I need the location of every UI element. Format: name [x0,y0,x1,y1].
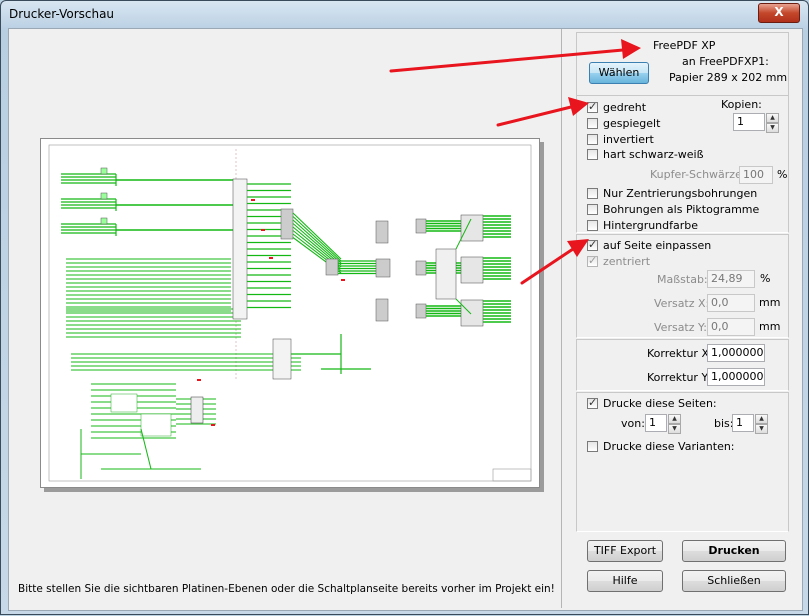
scale-label: Maßstab: [657,273,708,286]
centered-checkbox[interactable] [587,254,598,267]
scaling-group: auf Seite einpassen zentriert Maßstab: 2… [576,234,789,338]
from-spinner[interactable]: ▲▼ [668,414,681,434]
offset-x-label: Versatz X: [654,297,710,310]
drill-pictograms-checkbox[interactable] [587,204,598,215]
schematic-preview [48,144,532,482]
inverted-label: invertiert [603,133,654,146]
print-button[interactable]: Drucken [682,540,786,562]
to-input[interactable]: 1 [732,414,754,432]
options-group: gedreht Kopien: 1 ▲▼ gespiegelt invertie… [576,95,789,233]
copper-black-input[interactable]: 100 [739,166,773,184]
scale-unit: % [760,272,771,285]
pages-group: Drucke diese Seiten: von: 1 ▲▼ bis: 1 ▲▼… [576,392,789,532]
rotated-checkbox[interactable] [587,100,598,113]
close-dialog-button[interactable]: Schließen [682,570,786,592]
fit-page-label: auf Seite einpassen [603,239,712,252]
offset-y-unit: mm [759,320,781,333]
drill-pictograms-label: Bohrungen als Piktogramme [603,203,760,216]
help-button[interactable]: Hilfe [587,570,663,592]
hard-bw-label: hart schwarz-weiß [603,148,704,161]
rotated-label: gedreht [603,101,647,114]
offset-y-label: Versatz Y: [654,321,707,334]
copies-input[interactable]: 1 [733,113,765,131]
choose-printer-button[interactable]: Wählen [589,62,649,84]
copper-black-label: Kupfer-Schwärze: [650,168,746,181]
print-pages-label: Drucke diese Seiten: [603,397,717,410]
correction-y-label: Korrektur Y: [647,371,711,384]
copies-label: Kopien: [721,98,762,111]
only-centering-label: Nur Zentrierungsbohrungen [603,187,758,200]
window-close-button[interactable]: X [758,3,800,23]
offset-x-input[interactable]: 0,0 [707,294,755,312]
to-spinner[interactable]: ▲▼ [755,414,768,434]
dialog-client: Bitte stellen Sie die sichtbaren Platine… [8,28,803,611]
mirrored-label: gespiegelt [603,117,661,130]
scale-input[interactable]: 24,89 [707,270,755,288]
tiff-export-button[interactable]: TIFF Export [587,540,663,562]
inverted-checkbox[interactable] [587,134,598,145]
preview-area: Bitte stellen Sie die sichtbaren Platine… [9,29,562,608]
mirrored-checkbox[interactable] [587,118,598,129]
fit-page-checkbox[interactable] [587,238,598,251]
correction-y-input[interactable]: 1,000000 [707,368,765,386]
only-centering-checkbox[interactable] [587,188,598,199]
correction-group: Korrektur X: 1,000000 Korrektur Y: 1,000… [576,339,789,391]
hard-bw-checkbox[interactable] [587,149,598,160]
correction-x-input[interactable]: 1,000000 [707,344,765,362]
printer-port: an FreePDFXP1: [682,55,769,68]
copper-black-unit: % [777,168,788,181]
correction-x-label: Korrektur X: [647,347,713,360]
preview-hint-text: Bitte stellen Sie die sichtbaren Platine… [18,583,555,595]
print-variants-checkbox[interactable] [587,441,598,452]
background-color-checkbox[interactable] [587,220,598,231]
title-bar[interactable]: Drucker-Vorschau X [1,1,808,29]
from-label: von: [621,417,645,430]
preview-paper [40,138,540,488]
copies-spinner[interactable]: ▲▼ [766,113,779,133]
offset-x-unit: mm [759,296,781,309]
window-title: Drucker-Vorschau [9,7,115,21]
print-pages-checkbox[interactable] [587,396,598,409]
printer-name: FreePDF XP [653,39,716,52]
print-variants-label: Drucke diese Varianten: [603,440,735,453]
offset-y-input[interactable]: 0,0 [707,318,755,336]
centered-label: zentriert [603,255,651,268]
from-input[interactable]: 1 [645,414,667,432]
printer-paper: Papier 289 x 202 mm [669,71,788,84]
to-label: bis: [714,417,734,430]
printer-group: FreePDF XP an FreePDFXP1: Papier 289 x 2… [576,32,789,96]
background-color-label: Hintergrundfarbe [603,219,699,232]
